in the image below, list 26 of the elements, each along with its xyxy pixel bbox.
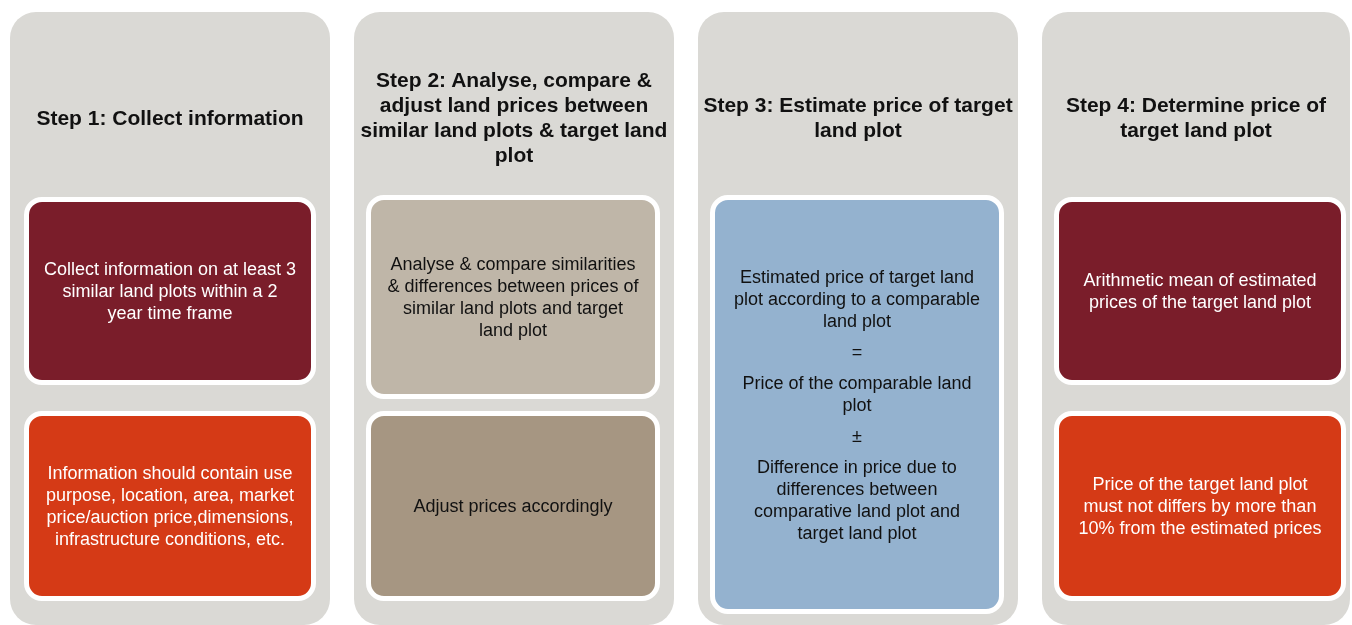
step-card [24,197,316,385]
step-card [1054,197,1346,385]
card-text: Difference in price due to differences between comparative land plot and target land plot [752,455,962,544]
step-card [24,411,316,601]
step-heading: Step 4: Determine price of target land plot [1064,92,1328,143]
card-text: Adjust prices accordingly [413,495,613,517]
card-text: Analyse & compare similarities & differences between prices of similar land plots and target land plot [386,253,640,341]
step-heading: Step 3: Estimate price of target land plot [702,92,1014,143]
step-card [1054,411,1346,601]
card-text: Information should contain use purpose, location, area, market price/auction price,dimensions, infrastructure conditions, etc. [44,462,296,550]
card-text: Collect information on at least 3 similar land plots within a 2 year time frame [43,258,297,324]
step-card [366,411,660,601]
card-text: = [851,340,863,363]
step-column [10,12,330,625]
step-heading: Step 1: Collect information [35,104,305,131]
card-text: Price of the target land plot must not differs by more than 10% from the estimated prices [1077,473,1323,539]
card-text: Price of the comparable land plot [741,371,973,416]
step-card [710,195,1004,614]
step-column [1042,12,1350,625]
step-column [354,12,674,625]
step-column [698,12,1018,625]
step-card [366,195,660,399]
step-heading: Step 2: Analyse, compare & adjust land prices between similar land plots & target land plot [359,67,669,168]
card-text: ± [852,424,862,447]
card-text: Arithmetic mean of estimated prices of the target land plot [1082,269,1318,313]
card-text: Estimated price of target land plot according to a comparable land plot [732,265,982,332]
